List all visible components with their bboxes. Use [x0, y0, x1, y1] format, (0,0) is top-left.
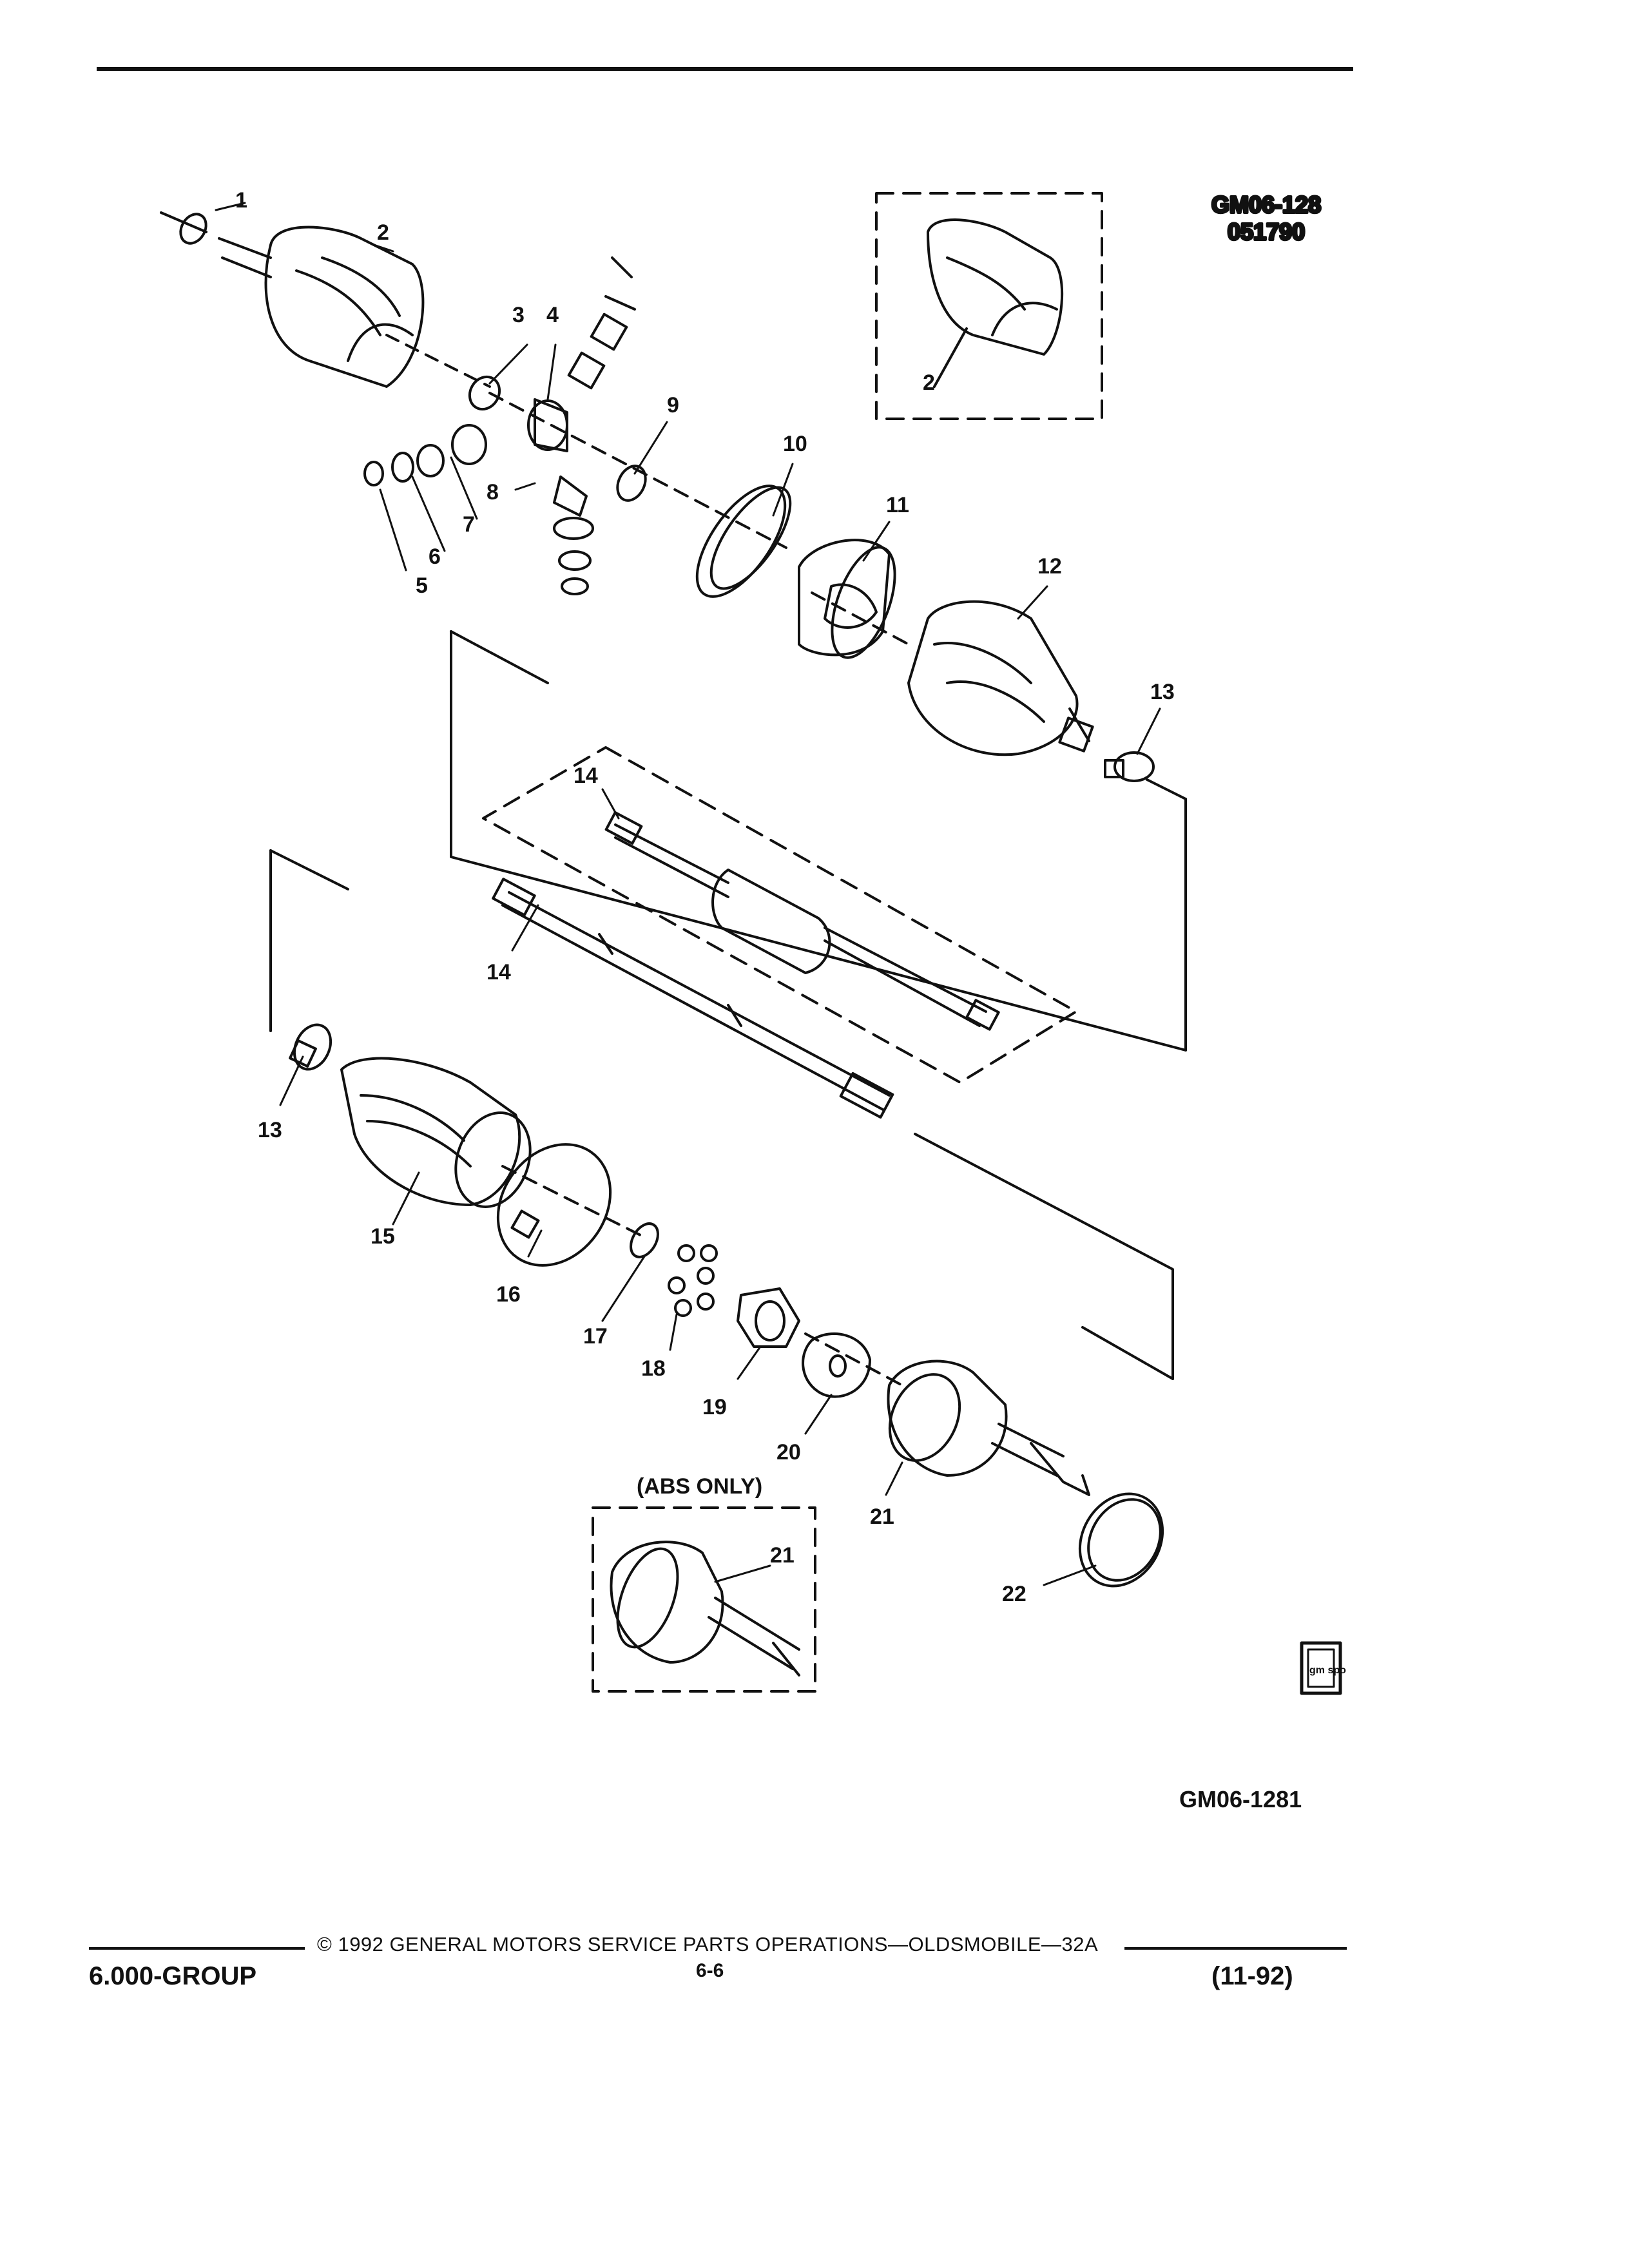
- inset-tripot-housing: [875, 192, 1103, 420]
- drawing-date: 051790: [1228, 218, 1305, 245]
- callout-10: 10: [783, 432, 807, 456]
- abs-inset: [592, 1506, 816, 1693]
- logo-text: gm spo: [1309, 1665, 1346, 1676]
- callout-4: 4: [546, 303, 559, 327]
- page-number: 6-6: [696, 1960, 724, 1981]
- revision-date: (11-92): [1211, 1962, 1293, 1990]
- callout-2: 2: [377, 220, 389, 245]
- callout-8: 8: [487, 480, 499, 505]
- callout-17: 17: [583, 1324, 608, 1349]
- callout-14-shaft: 14: [487, 960, 511, 985]
- footer-rule-right: [1124, 1947, 1347, 1950]
- callout-7: 7: [463, 512, 475, 537]
- callout-22: 22: [1002, 1582, 1027, 1606]
- drawing-code: GM06-128: [1211, 191, 1321, 218]
- callout-leaders: [215, 202, 1161, 1586]
- callout-13: 13: [1150, 680, 1175, 704]
- callout-21-abs: 21: [770, 1543, 795, 1568]
- callout-labels: 1 2 2 3 4 5 6 7 8 9 10 11 12 13 14 14 13…: [235, 188, 1175, 1606]
- callout-11: 11: [886, 493, 909, 517]
- tripot-housing: [160, 211, 491, 388]
- halfshaft: [492, 878, 894, 1119]
- alignment-frames: [269, 630, 1187, 1380]
- gm-spo-logo: gm spo: [1300, 1641, 1346, 1695]
- callout-2-inset: 2: [923, 370, 935, 395]
- callout-5: 5: [416, 573, 428, 598]
- inner-boot-assembly: [695, 485, 1155, 782]
- spider-and-rollers: [363, 256, 787, 595]
- callout-21: 21: [870, 1504, 894, 1529]
- callout-6: 6: [429, 544, 441, 569]
- top-rule: [97, 67, 1353, 71]
- group-label: 6.000-GROUP: [89, 1962, 257, 1990]
- intermediate-shaft-option: [482, 746, 1077, 1084]
- callout-19: 19: [702, 1395, 727, 1419]
- callout-9: 9: [667, 393, 679, 418]
- callout-3: 3: [512, 303, 525, 327]
- callout-14: 14: [574, 764, 598, 788]
- callout-13-outer: 13: [258, 1118, 282, 1142]
- callout-12: 12: [1037, 554, 1062, 579]
- outer-cv-joint-parts: [630, 1222, 1164, 1588]
- abs-only-label: (ABS ONLY): [637, 1474, 762, 1499]
- callout-20: 20: [776, 1440, 801, 1465]
- copyright-notice: © 1992 GENERAL MOTORS SERVICE PARTS OPER…: [317, 1933, 1099, 1956]
- callout-15: 15: [371, 1224, 395, 1249]
- callout-18: 18: [641, 1356, 666, 1381]
- footer-rule-left: [89, 1947, 305, 1950]
- outer-boot-assembly: [289, 1023, 646, 1267]
- callout-1: 1: [235, 188, 247, 213]
- figure-code: GM06-1281: [1179, 1786, 1302, 1812]
- callout-16: 16: [496, 1282, 521, 1307]
